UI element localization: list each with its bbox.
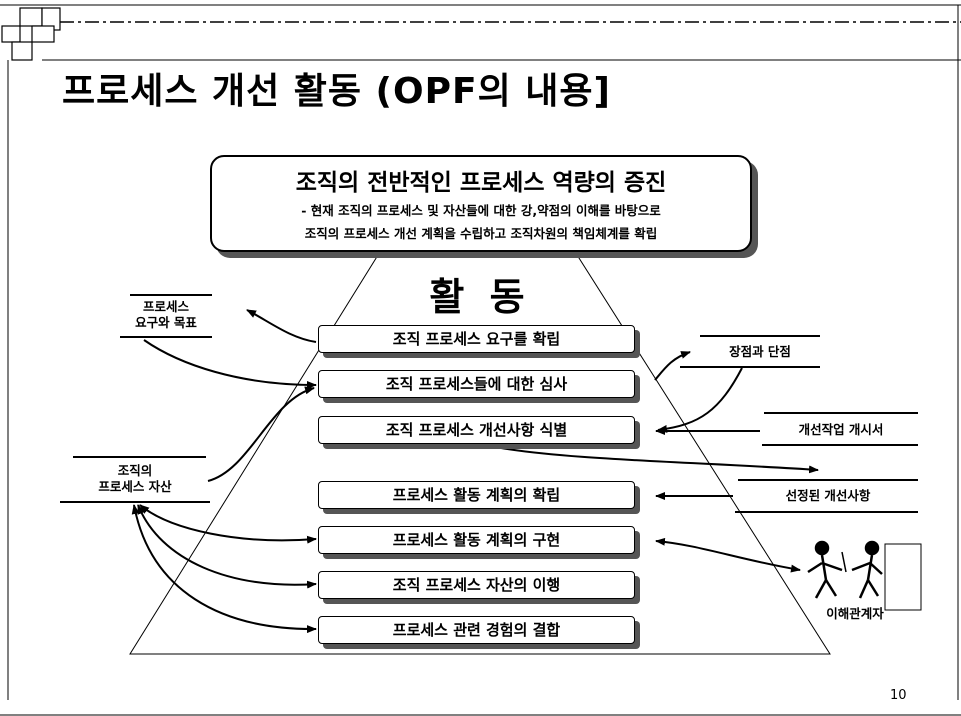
activity-heading: 활 동 [429, 275, 531, 319]
activity-establish-needs: 조직 프로세스 요구를 확립 [318, 325, 635, 353]
goal-description-line-1: - 현재 조직의 프로세스 및 자산들에 대한 강,약점의 이해를 바탕으로 [301, 203, 661, 218]
door-shape [884, 543, 922, 611]
stakeholders-label: 이해관계자 [826, 606, 884, 621]
selected-improvements-label: 선정된 개선사항 [785, 488, 871, 503]
process-assets-label: 조직의 프로세스 자산 [98, 463, 172, 494]
stakeholders-figure [807, 540, 883, 599]
corner-squares-icon [1, 7, 61, 61]
page-number: 10 [890, 688, 907, 703]
strengths-weaknesses-label: 장점과 단점 [729, 344, 791, 359]
activity-appraise-processes: 조직 프로세스들에 대한 심사 [318, 370, 635, 398]
page-frame [0, 4, 961, 716]
needs-goals-label: 프로세스 요구와 목표 [135, 299, 197, 330]
page-title: 프로세스 개선 활동 (OPF의 내용] [62, 71, 611, 112]
goal-description-line-2: 조직의 프로세스 개선 계획을 수립하고 조직차원의 책임체계를 확립 [304, 226, 658, 241]
initiation-label: 개선작업 개시서 [798, 422, 884, 437]
goal-title: 조직의 전반적인 프로세스 역량의 증진 [295, 170, 667, 196]
goal-box: 조직의 전반적인 프로세스 역량의 증진 - 현재 조직의 프로세스 및 자산들… [210, 155, 752, 252]
activity-implement-action-plans: 프로세스 활동 계획의 구현 [318, 526, 635, 554]
activity-establish-action-plans: 프로세스 활동 계획의 확립 [318, 481, 635, 509]
activity-deploy-assets: 조직 프로세스 자산의 이행 [318, 571, 635, 599]
activity-identify-improvements: 조직 프로세스 개선사항 식별 [318, 416, 635, 444]
activity-incorporate-experiences: 프로세스 관련 경험의 결합 [318, 616, 635, 644]
